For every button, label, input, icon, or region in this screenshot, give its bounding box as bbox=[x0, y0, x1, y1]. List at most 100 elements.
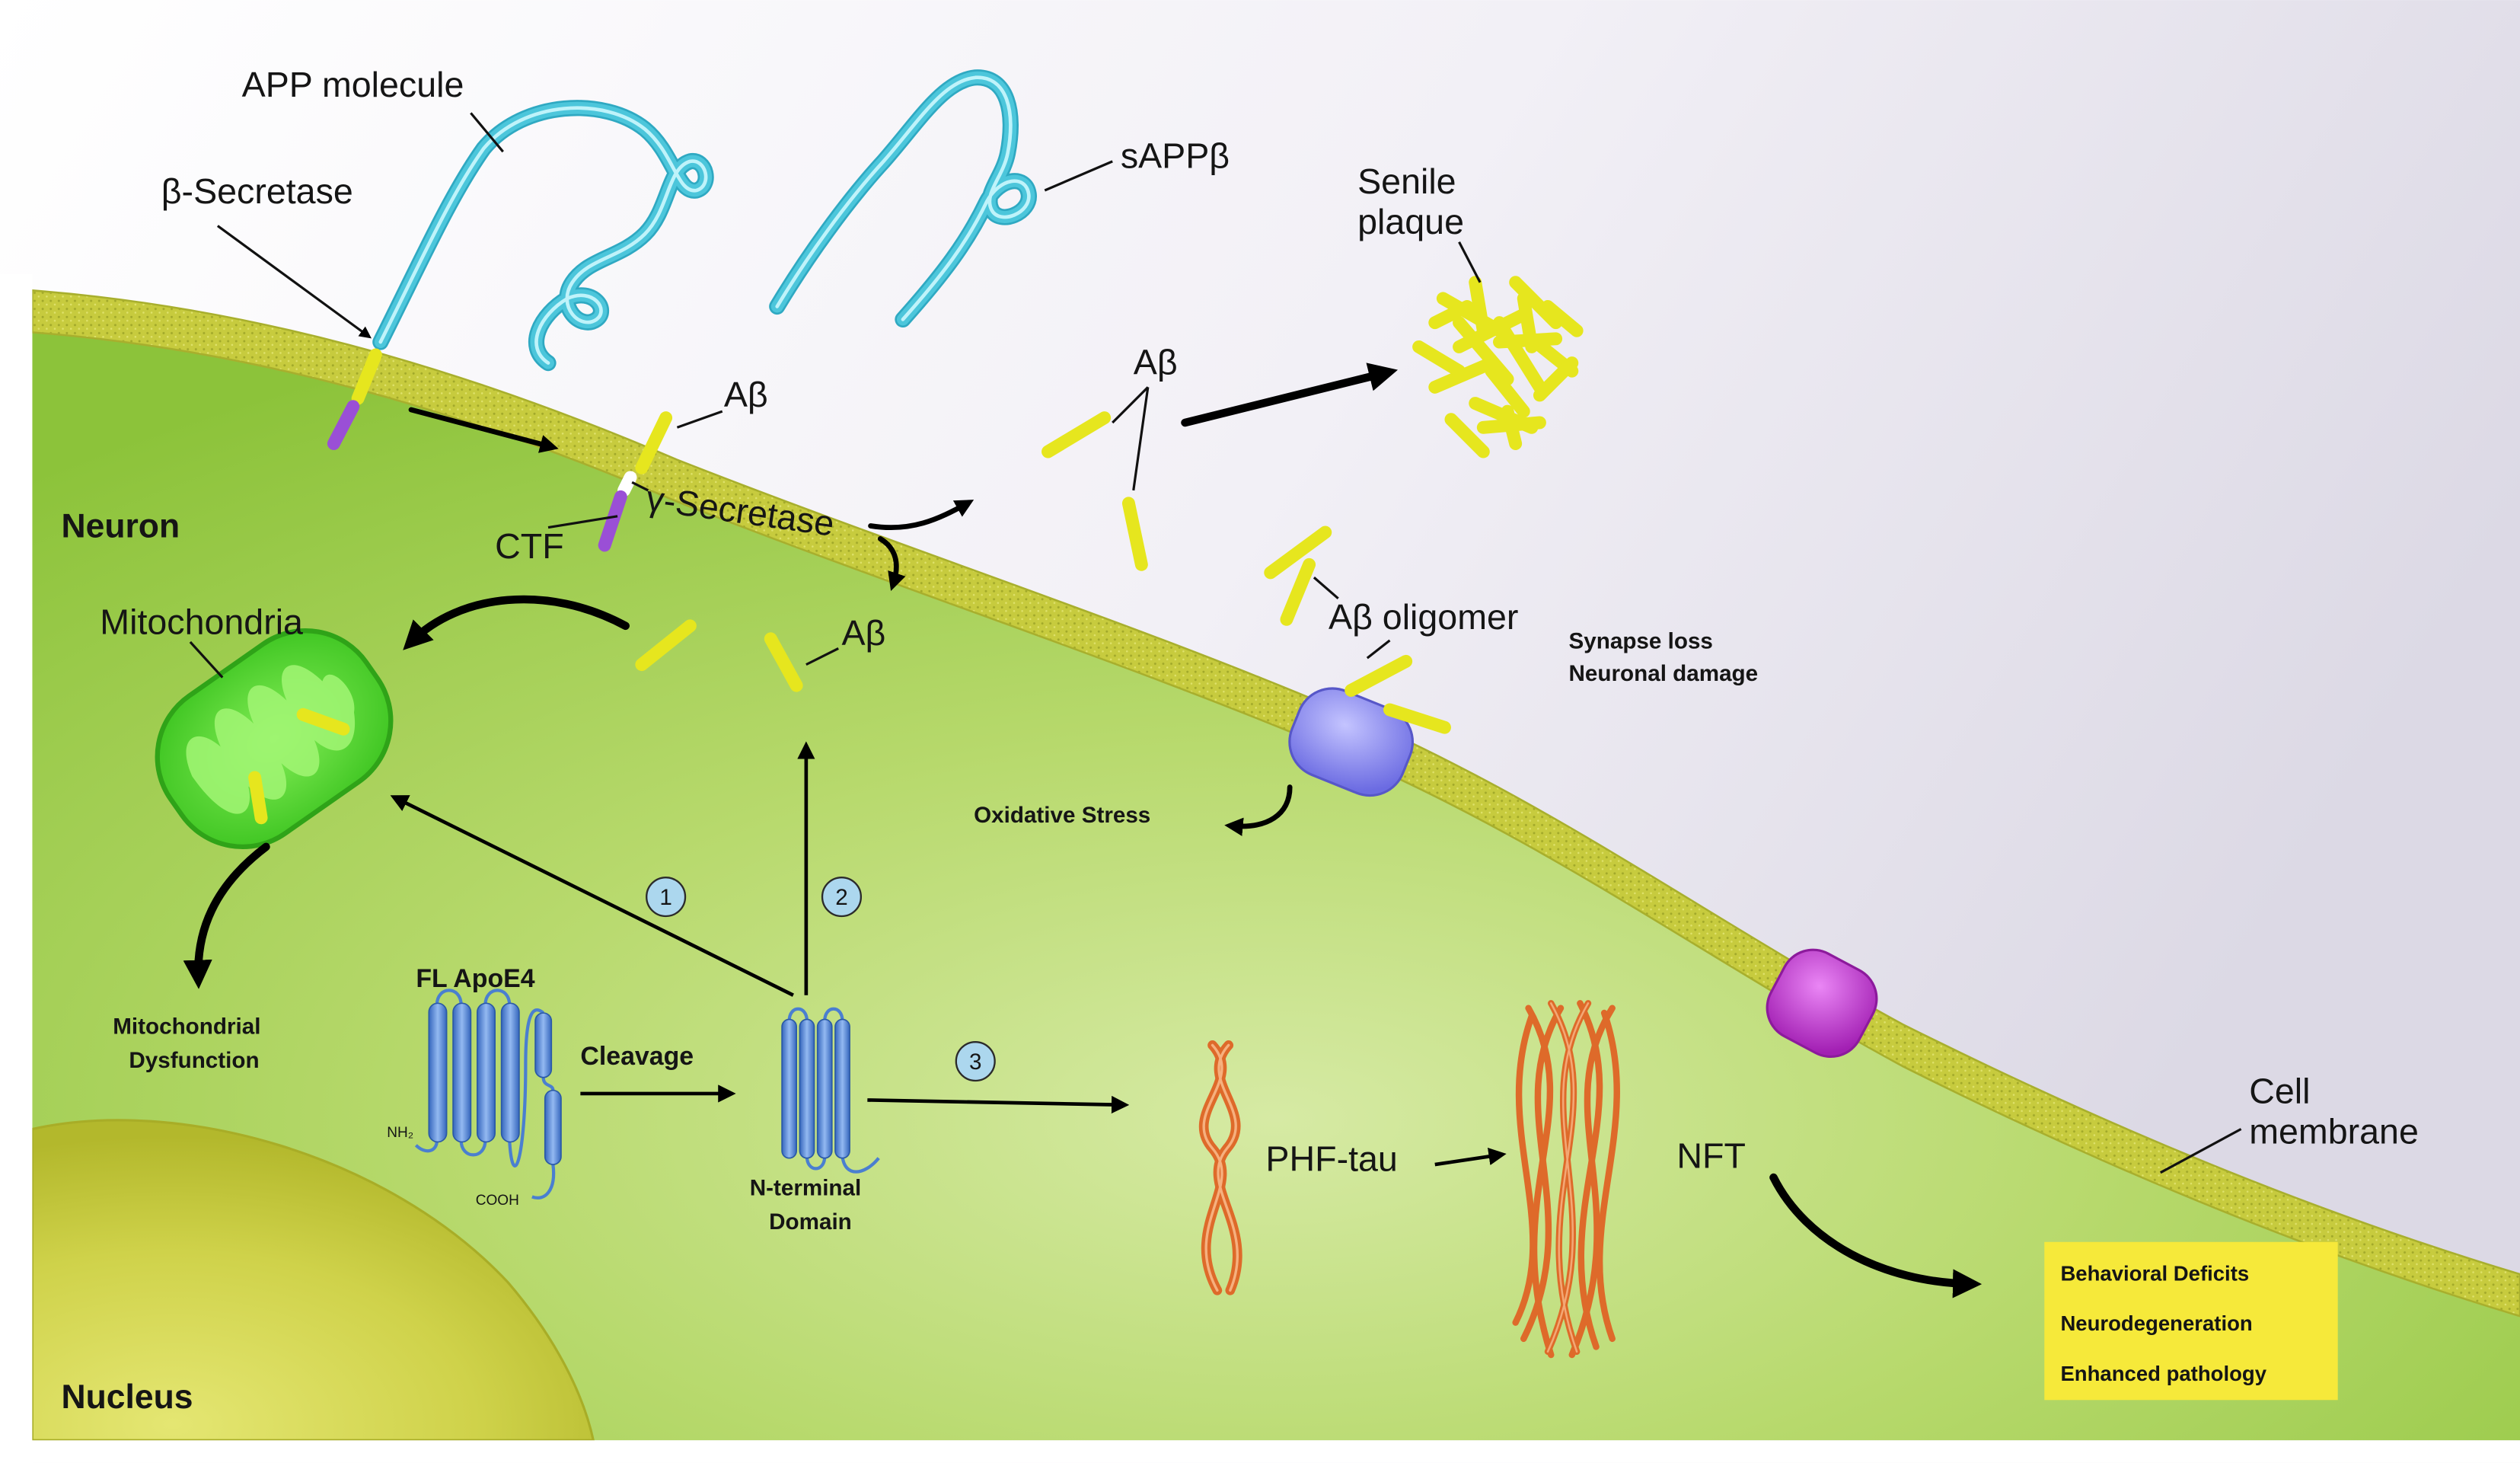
oligomer-abeta-rod bbox=[1264, 525, 1332, 580]
pathway-marker-1: 1 bbox=[646, 876, 687, 918]
intracellular-abeta-rod bbox=[764, 632, 803, 692]
tau-to-nft-arrow bbox=[1434, 1147, 1507, 1167]
pathway-3-arrow bbox=[867, 1095, 1130, 1114]
label-abeta-membrane: Aβ bbox=[724, 375, 768, 414]
abeta-oligomer-pointer bbox=[1366, 639, 1391, 660]
pathway-number: 1 bbox=[659, 885, 671, 910]
apoe4-loop bbox=[435, 989, 463, 1005]
apoe4-helix bbox=[544, 1089, 562, 1165]
label-senile-plaque-line2: plaque bbox=[1357, 202, 1464, 241]
neuron-cytoplasm bbox=[32, 290, 2520, 1441]
oxidative-stress-arrow bbox=[1224, 784, 1293, 836]
app-to-cleavage-arrow bbox=[408, 407, 559, 453]
extracellular-abeta-rod bbox=[1121, 497, 1148, 571]
n-terminal-tail bbox=[841, 1156, 880, 1174]
abeta-intracellular-pointer bbox=[805, 647, 839, 666]
n-terminal-helix bbox=[781, 1018, 798, 1159]
app-abeta-segment bbox=[351, 348, 382, 405]
sappb-pointer bbox=[1044, 160, 1113, 192]
plaque-abeta-rod bbox=[1476, 416, 1546, 434]
plaque-abeta-rod bbox=[1428, 300, 1474, 330]
label-synapse-loss: Synapse loss bbox=[1569, 628, 1713, 653]
mitochondria-pointer bbox=[189, 640, 224, 679]
label-sappb: sAPPβ bbox=[1121, 136, 1230, 175]
apoe4-loop bbox=[459, 1140, 487, 1157]
membrane-receptor-magenta bbox=[1766, 948, 1878, 1059]
label-beta-secretase: β-Secretase bbox=[161, 171, 353, 211]
pathway-number: 2 bbox=[835, 885, 847, 910]
gamma-secretase-pointer bbox=[631, 481, 649, 492]
abeta-extracellular-pointer bbox=[1132, 387, 1150, 491]
n-terminal-helix bbox=[834, 1018, 850, 1159]
label-neuronal-damage: Neuronal damage bbox=[1569, 661, 1759, 686]
neurofibrillary-tangle bbox=[1512, 1000, 1620, 1359]
n-terminal-loop bbox=[787, 1007, 809, 1021]
label-mito-dysfunction-line2: Dysfunction bbox=[129, 1048, 259, 1073]
cell-membrane bbox=[31, 289, 2520, 1318]
plaque-abeta-rod bbox=[1485, 364, 1530, 418]
phf-tau-filament bbox=[1198, 1040, 1242, 1295]
plaque-abeta-rod bbox=[1493, 332, 1563, 349]
apoe4-loop bbox=[483, 989, 512, 1005]
label-phf-tau: PHF-tau bbox=[1265, 1139, 1397, 1179]
label-mitochondria: Mitochondria bbox=[100, 602, 303, 641]
receptor-bound-abeta-rod bbox=[1345, 654, 1413, 697]
gamma-secretase-intracellular-arrow bbox=[877, 536, 906, 591]
label-ctf: CTF bbox=[495, 526, 564, 566]
label-n-terminal-line1: N-terminal bbox=[750, 1175, 862, 1200]
label-pointers bbox=[189, 112, 2242, 1174]
mitochondria-to-dysfunction-arrow bbox=[183, 842, 270, 989]
n-terminal-domain-structure bbox=[781, 1007, 880, 1174]
n-terminal-helix bbox=[816, 1018, 833, 1159]
abeta-to-mitochondria-arrow bbox=[403, 595, 630, 650]
label-n-terminal-line2: Domain bbox=[769, 1209, 852, 1235]
abeta-oligomer-pointer bbox=[1313, 577, 1339, 599]
label-cell-membrane-line2: membrane bbox=[2249, 1112, 2419, 1152]
sappb-tube-highlight bbox=[775, 75, 1031, 321]
gamma-secretase-release-arrow bbox=[868, 500, 975, 531]
app-molecule bbox=[327, 100, 714, 450]
n-terminal-loop bbox=[823, 1007, 844, 1021]
label-senile-plaque-line1: Senile bbox=[1357, 161, 1456, 201]
outcomes-box: Behavioral Deficits Neurodegeneration En… bbox=[2044, 1241, 2338, 1401]
oligomer-abeta-rod bbox=[1280, 557, 1316, 626]
ctf-white-segment bbox=[617, 471, 637, 497]
abeta-membrane-pointer bbox=[676, 410, 723, 429]
cell-membrane-pointer bbox=[2159, 1128, 2242, 1174]
label-cleavage: Cleavage bbox=[580, 1042, 694, 1071]
pathway-marker-3: 3 bbox=[955, 1040, 996, 1082]
pathway-number: 3 bbox=[969, 1049, 981, 1075]
plaque-abeta-rod bbox=[1533, 356, 1579, 402]
nft-strand-highlight bbox=[1546, 1002, 1590, 1353]
extracellular-abeta-rod bbox=[1041, 411, 1112, 458]
senile-plaque-pointer bbox=[1458, 241, 1482, 283]
apoe4-helix bbox=[452, 1002, 472, 1143]
receptor-bound-abeta-rod bbox=[1383, 703, 1451, 734]
left-border bbox=[0, 274, 33, 1463]
nft-to-outcomes-arrow bbox=[1769, 1173, 1983, 1298]
n-terminal-loop bbox=[805, 1156, 827, 1171]
membrane-receptor-blue bbox=[1288, 687, 1415, 797]
app-tube-highlight bbox=[378, 106, 708, 365]
label-neuron: Neuron bbox=[61, 507, 180, 545]
label-cell-membrane-line1: Cell bbox=[2249, 1072, 2310, 1111]
outcome-behavioral-deficits: Behavioral Deficits bbox=[2060, 1262, 2249, 1286]
label-mito-dysfunction-line1: Mitochondrial bbox=[113, 1014, 260, 1040]
plaque-abeta-rod bbox=[1444, 413, 1490, 458]
pathway-circle bbox=[821, 876, 863, 918]
mitochondrial-abeta-rod bbox=[248, 771, 268, 825]
ctf-rod bbox=[598, 490, 627, 552]
label-abeta-intracellular: Aβ bbox=[841, 613, 885, 653]
outcomes-box-background bbox=[2044, 1241, 2338, 1401]
abeta-to-plaque-arrow bbox=[1181, 363, 1399, 427]
apoe4-helix bbox=[428, 1002, 448, 1143]
pathway-circle bbox=[646, 876, 687, 918]
intracellular-abeta-rod bbox=[635, 619, 697, 672]
pathway-1-arrow bbox=[390, 795, 794, 997]
apoe4-c-terminal-tail bbox=[531, 1164, 556, 1199]
sappb-fragment bbox=[769, 69, 1037, 328]
apoe4-helix bbox=[476, 1002, 496, 1143]
plaque-abeta-rod bbox=[1469, 276, 1490, 337]
nft-strand bbox=[1568, 1005, 1616, 1359]
